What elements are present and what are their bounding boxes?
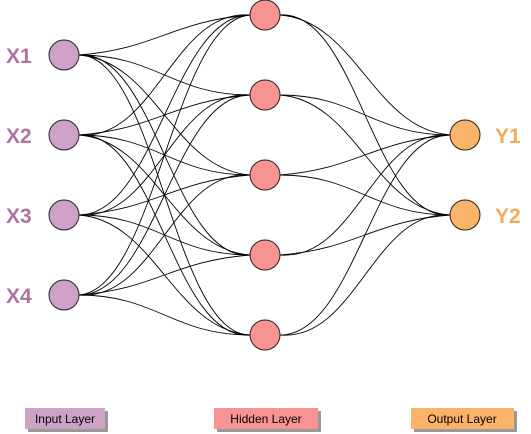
connection-x4-h5 — [78, 294, 251, 336]
legend-hidden-label: Hidden Layer — [230, 412, 301, 426]
connection-h1-y1 — [279, 14, 451, 136]
connections — [78, 14, 451, 336]
connection-h3-y1 — [279, 134, 451, 176]
hidden-node-h5 — [249, 319, 281, 351]
output-label-y1: Y1 — [495, 125, 521, 148]
connection-x1-h1 — [78, 14, 251, 56]
legend-output-label: Output Layer — [427, 412, 496, 426]
legend-hidden-box — [214, 408, 318, 429]
hidden-node-h1 — [249, 0, 281, 31]
legend-output-box — [411, 408, 514, 429]
output-node-y1 — [449, 119, 481, 151]
legend: Input Layer Hidden Layer Output Layer — [25, 408, 517, 432]
legend-input-label: Input Layer — [35, 412, 95, 426]
connection-x2-h1 — [78, 14, 251, 136]
connection-x4-h4 — [78, 254, 251, 296]
connection-x4-h1 — [78, 14, 251, 296]
legend-input-box — [25, 408, 105, 429]
legend-output-layer: Output Layer — [411, 408, 517, 432]
connection-x4-h2 — [78, 94, 251, 296]
input-label-x4: X4 — [6, 285, 32, 308]
connection-x3-h1 — [78, 14, 251, 216]
legend-input-layer: Input Layer — [25, 408, 108, 432]
hidden-node-h4 — [249, 239, 281, 271]
connection-h2-y1 — [279, 94, 451, 136]
output-label-y2: Y2 — [495, 205, 521, 228]
input-node-x4 — [48, 279, 80, 311]
hidden-node-h2 — [249, 79, 281, 111]
input-node-x3 — [48, 199, 80, 231]
hidden-node-h3 — [249, 159, 281, 191]
input-node-x1 — [48, 39, 80, 71]
input-label-x1: X1 — [6, 45, 32, 68]
legend-hidden-layer: Hidden Layer — [214, 408, 321, 432]
connection-h4-y1 — [279, 134, 451, 256]
connection-x4-h3 — [78, 174, 251, 296]
output-node-y2 — [449, 199, 481, 231]
input-label-x3: X3 — [6, 205, 32, 228]
input-label-x2: X2 — [6, 125, 32, 148]
connection-h5-y1 — [279, 134, 451, 336]
input-node-x2 — [48, 119, 80, 151]
connection-h5-y2 — [279, 214, 451, 336]
nodes — [48, 0, 481, 351]
